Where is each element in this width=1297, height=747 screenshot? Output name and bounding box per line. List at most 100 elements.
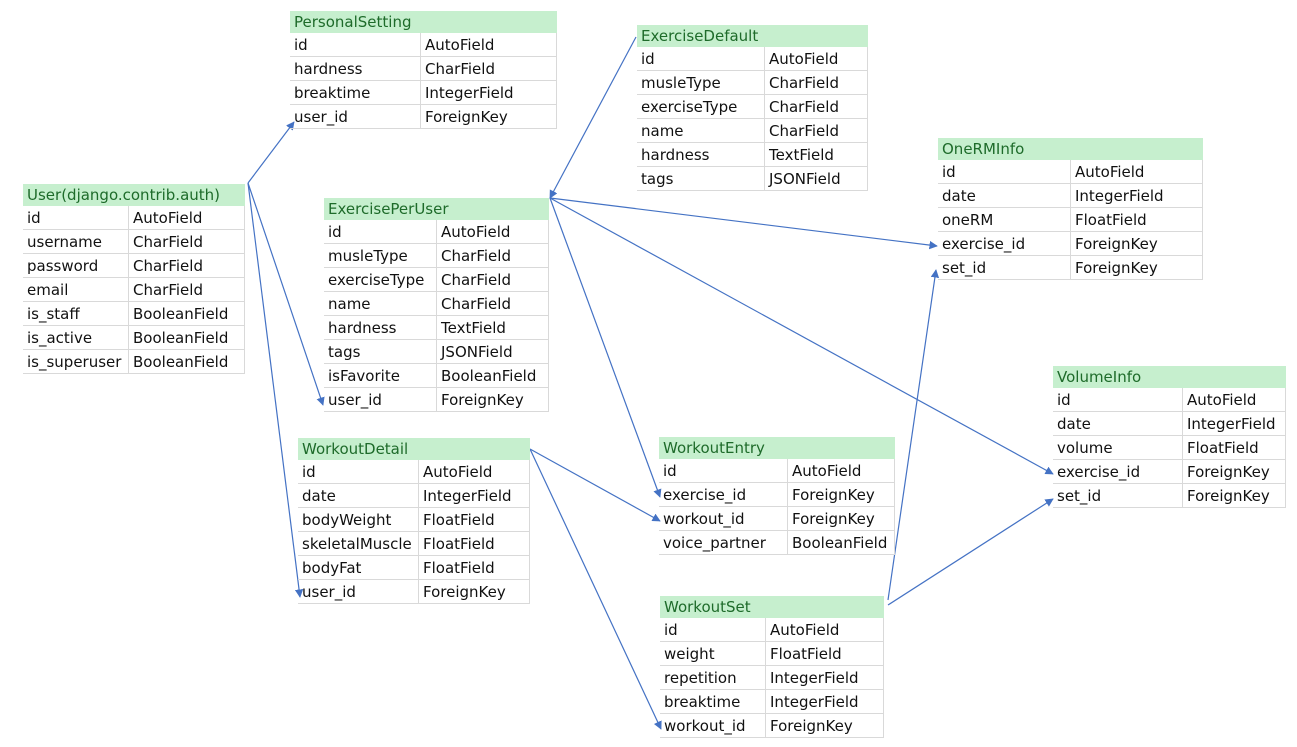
field-name: isFavorite [324, 364, 437, 388]
field-type: AutoField [1071, 160, 1203, 184]
field-name: id [324, 220, 437, 244]
field-type: AutoField [788, 459, 895, 483]
field-type: ForeignKey [788, 507, 895, 531]
field-name: user_id [290, 105, 421, 129]
field-type: CharField [437, 268, 549, 292]
field-type: CharField [437, 244, 549, 268]
field-name: voice_partner [659, 531, 788, 555]
entity-title: PersonalSetting [290, 11, 557, 33]
field-name: bodyFat [298, 556, 419, 580]
field-name: breaktime [660, 690, 766, 714]
field-name: hardness [637, 143, 765, 167]
field-name: id [1053, 388, 1183, 412]
field-type: IntegerField [421, 81, 557, 105]
field-type: ForeignKey [1071, 256, 1203, 280]
field-name: id [637, 47, 765, 71]
field-type: CharField [129, 278, 245, 302]
field-type: IntegerField [1183, 412, 1286, 436]
field-name: username [23, 230, 129, 254]
entity-title: User(django.contrib.auth) [23, 184, 245, 206]
field-name: email [23, 278, 129, 302]
field-type: BooleanField [788, 531, 895, 555]
field-type: FloatField [766, 642, 884, 666]
field-type: IntegerField [419, 484, 530, 508]
entity-title: WorkoutDetail [298, 438, 530, 460]
field-type: TextField [437, 316, 549, 340]
field-type: CharField [765, 71, 868, 95]
field-name: tags [324, 340, 437, 364]
field-name: name [324, 292, 437, 316]
field-type: CharField [765, 95, 868, 119]
entity-title: WorkoutEntry [659, 437, 895, 459]
field-type: CharField [129, 230, 245, 254]
field-type: ForeignKey [1183, 460, 1286, 484]
field-name: exerciseType [637, 95, 765, 119]
field-type: FloatField [419, 508, 530, 532]
field-name: id [298, 460, 419, 484]
field-name: id [290, 33, 421, 57]
field-type: ForeignKey [437, 388, 549, 412]
field-name: id [659, 459, 788, 483]
field-name: id [23, 206, 129, 230]
field-name: exerciseType [324, 268, 437, 292]
field-name: password [23, 254, 129, 278]
field-name: oneRM [938, 208, 1071, 232]
field-type: ForeignKey [421, 105, 557, 129]
field-type: AutoField [421, 33, 557, 57]
field-type: ForeignKey [1071, 232, 1203, 256]
field-type: TextField [765, 143, 868, 167]
field-type: ForeignKey [1183, 484, 1286, 508]
field-type: JSONField [437, 340, 549, 364]
field-type: AutoField [419, 460, 530, 484]
field-name: id [938, 160, 1071, 184]
field-type: JSONField [765, 167, 868, 191]
field-name: is_superuser [23, 350, 129, 374]
field-name: repetition [660, 666, 766, 690]
arrow-user-to-workoutdetail [247, 182, 304, 598]
field-type: ForeignKey [788, 483, 895, 507]
field-type: CharField [765, 119, 868, 143]
field-name: volume [1053, 436, 1183, 460]
field-name: musleType [324, 244, 437, 268]
field-name: workout_id [659, 507, 788, 531]
field-type: ForeignKey [766, 714, 884, 738]
field-type: BooleanField [129, 302, 245, 326]
field-name: is_active [23, 326, 129, 350]
field-name: skeletalMuscle [298, 532, 419, 556]
arrow-workoutdetail-to-workoutentry [529, 448, 661, 522]
field-name: name [637, 119, 765, 143]
entity-title: ExercisePerUser [324, 198, 549, 220]
entity-title: VolumeInfo [1053, 366, 1286, 388]
